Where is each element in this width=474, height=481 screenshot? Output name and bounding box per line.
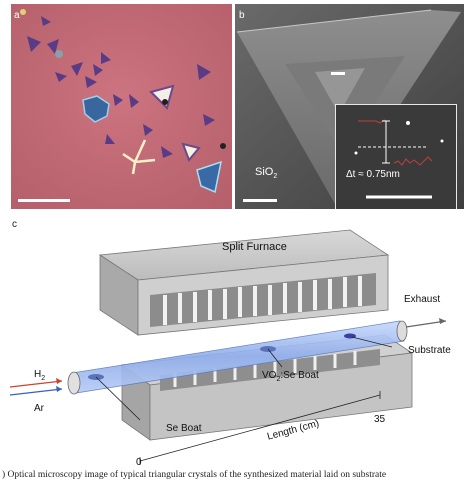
scale-bar-a xyxy=(18,199,70,202)
quartz-tube xyxy=(67,320,408,395)
axis-start-label: 0 xyxy=(136,457,142,468)
se-boat-label: Se Boat xyxy=(166,423,202,434)
furnace-title: Split Furnace xyxy=(222,241,287,253)
figure-caption: ) Optical microscopy image of typical tr… xyxy=(2,470,387,480)
vo2-se-boat-label: VO2:Se Boat xyxy=(262,370,319,383)
exhaust-outlet xyxy=(405,318,447,328)
h2-label: H2 xyxy=(34,369,46,382)
scale-bar-b xyxy=(243,199,277,202)
triangular-crystals xyxy=(27,16,215,158)
gas-inlet-arrows xyxy=(9,378,63,396)
thickness-label: Δt ≈ 0.75nm xyxy=(346,169,400,180)
crystal-hexagonal xyxy=(82,95,110,123)
substrate-label-sio2: SiO2 xyxy=(255,166,278,181)
cvd-furnace-schematic xyxy=(9,229,447,465)
panel-letter-b: b xyxy=(239,10,245,21)
afm-inset: Δt ≈ 0.75nm xyxy=(335,104,457,209)
ar-label: Ar xyxy=(34,403,44,414)
crystal-large-triangle xyxy=(196,160,222,194)
crystal-triangle-small-white xyxy=(181,142,201,162)
panel-b-afm-image: b SiO2 Δt ≈ 0.75nm xyxy=(235,4,464,209)
length-axis xyxy=(139,391,381,465)
furnace-upper-half xyxy=(98,229,390,336)
panel-a-optical-image: a xyxy=(11,4,232,209)
optical-micrograph xyxy=(11,4,232,209)
crystal-star-cluster xyxy=(122,139,156,175)
exhaust-label: Exhaust xyxy=(404,294,441,305)
panel-letter-a: a xyxy=(14,10,20,21)
substrate-label: Substrate xyxy=(408,345,451,356)
axis-end-label: 35 xyxy=(374,414,386,425)
height-profile xyxy=(354,119,444,199)
panel-letter-c: c xyxy=(12,219,17,230)
